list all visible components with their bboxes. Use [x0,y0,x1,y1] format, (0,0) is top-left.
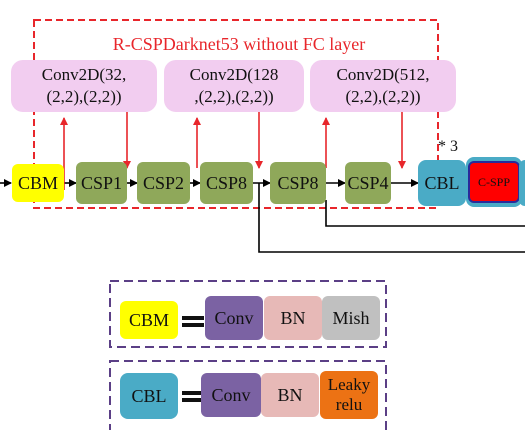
pipeline-cspp-frame: C-SPP [466,157,522,207]
pipeline-csp4: CSP4 [345,162,391,204]
conv2d-block-2-line2: ,(2,2),(2,2)) [194,87,274,106]
legend-cbm-equals-top [182,316,204,320]
pipeline-csp8-second: CSP8 [270,162,326,204]
conv2d-block-3-line1: Conv2D(512, [336,65,430,84]
legend-cbl-leaky-line2: relu [335,395,363,414]
branch-line-csp8a [258,183,525,253]
pipeline-csp1: CSP1 [76,162,127,204]
conv2d-block-1-line1: Conv2D(32, [41,65,127,84]
cbl-repeat-label: * 3 [438,138,458,155]
legend-cbl-equals-top [182,391,204,395]
legend-cbl-leaky: Leaky relu [320,371,378,419]
pipeline-cbm: CBM [12,164,64,202]
pipeline-next-block-edge [519,160,525,206]
legend-cbm-bn: BN [264,296,322,340]
conv2d-block-1-line2: (2,2),(2,2)) [46,87,122,106]
legend-cbl-conv: Conv [201,373,261,417]
legend-cbl-head: CBL [120,373,178,419]
pipeline-csp8-first: CSP8 [200,162,253,204]
legend-cbm-equals-bottom [182,323,204,327]
legend-cbl-frame [109,360,387,430]
legend-cbl-equals-bottom [182,398,204,402]
backbone-dashed-frame [33,19,439,209]
pipeline-cspp: C-SPP [468,161,520,203]
conv2d-block-2-line1: Conv2D(128 [189,65,279,84]
conv2d-block-3-line2: (2,2),(2,2)) [345,87,421,106]
branch-line-csp8b [325,200,525,227]
backbone-title: R-CSPDarknet53 without FC layer [112,34,366,54]
conv2d-block-3: Conv2D(512, (2,2),(2,2)) [310,60,456,112]
legend-cbm-conv: Conv [205,296,263,340]
pipeline-csp2: CSP2 [137,162,190,204]
legend-cbm-head: CBM [120,301,178,339]
legend-cbl-leaky-line1: Leaky [327,375,371,394]
legend-cbm-frame [109,280,387,348]
pipeline-cbl: CBL [418,160,466,206]
legend-cbm-mish: Mish [322,296,380,340]
conv2d-block-1: Conv2D(32, (2,2),(2,2)) [11,60,157,112]
legend-cbl-bn: BN [261,373,319,417]
conv2d-block-2: Conv2D(128 ,(2,2),(2,2)) [164,60,304,112]
